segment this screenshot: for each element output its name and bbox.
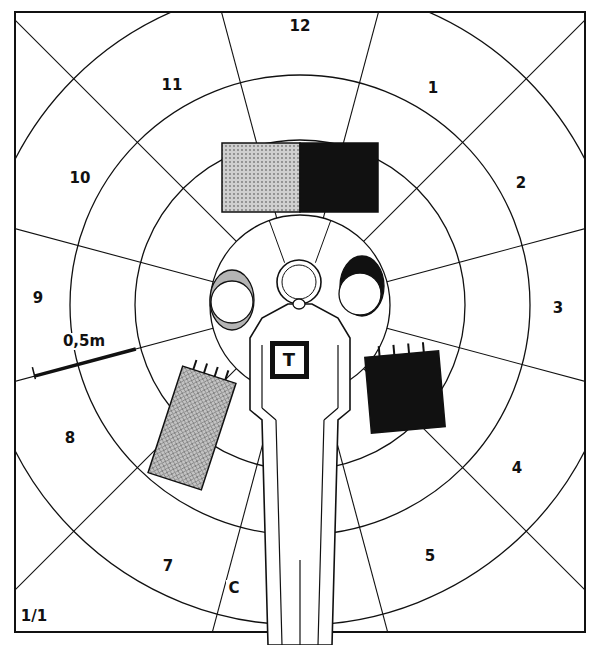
clock-number: 5 bbox=[423, 548, 437, 565]
inner-spoke bbox=[269, 220, 284, 262]
head-inner bbox=[282, 265, 316, 299]
head bbox=[277, 260, 321, 304]
sector-line bbox=[15, 170, 213, 281]
label-box: T bbox=[270, 341, 309, 379]
range-circle bbox=[210, 215, 390, 395]
device-prong bbox=[407, 344, 410, 354]
grey-ear-cup bbox=[210, 270, 254, 330]
position-marker: C bbox=[226, 580, 241, 597]
ear-disc bbox=[339, 273, 381, 315]
black-device-body bbox=[365, 351, 445, 433]
clock-number: 1 bbox=[426, 80, 440, 97]
grey-device bbox=[148, 357, 239, 490]
clock-number: 3 bbox=[551, 300, 565, 317]
sector-line bbox=[387, 170, 585, 281]
clock-number: 10 bbox=[68, 170, 93, 187]
clock-number: 7 bbox=[161, 558, 175, 575]
box-letter: T bbox=[283, 351, 296, 369]
clock-number: 8 bbox=[63, 430, 77, 447]
black-device bbox=[364, 341, 445, 433]
mouth bbox=[293, 299, 305, 309]
ear-disc bbox=[211, 281, 253, 323]
device-prong bbox=[378, 346, 381, 356]
black-ear-cup bbox=[340, 256, 384, 316]
device-prong bbox=[215, 367, 218, 377]
device-prong bbox=[225, 370, 228, 380]
clock-number: 4 bbox=[510, 460, 524, 477]
body-outline bbox=[250, 304, 350, 645]
clock-number: 11 bbox=[160, 77, 185, 94]
device-prong bbox=[193, 360, 196, 370]
device-prong bbox=[392, 345, 395, 355]
scale-ratio: 1/1 bbox=[19, 608, 49, 625]
scale-label: 0,5m bbox=[61, 333, 107, 350]
leg-line bbox=[299, 560, 300, 645]
grey-device-body bbox=[148, 366, 236, 490]
black-panel bbox=[300, 143, 378, 212]
device-prong bbox=[422, 342, 425, 352]
device-prong bbox=[204, 363, 207, 373]
sector-line bbox=[364, 12, 585, 241]
scale-bar bbox=[34, 349, 135, 376]
clock-number: 9 bbox=[31, 290, 45, 307]
sector-line bbox=[15, 12, 236, 241]
clock-number: 2 bbox=[514, 175, 528, 192]
body-inner-line bbox=[262, 345, 338, 645]
clock-number: 12 bbox=[288, 18, 313, 35]
polar-grid bbox=[15, 12, 585, 632]
grey-panel bbox=[222, 143, 300, 212]
inner-spoke bbox=[315, 220, 330, 262]
scale-tick bbox=[32, 367, 35, 379]
